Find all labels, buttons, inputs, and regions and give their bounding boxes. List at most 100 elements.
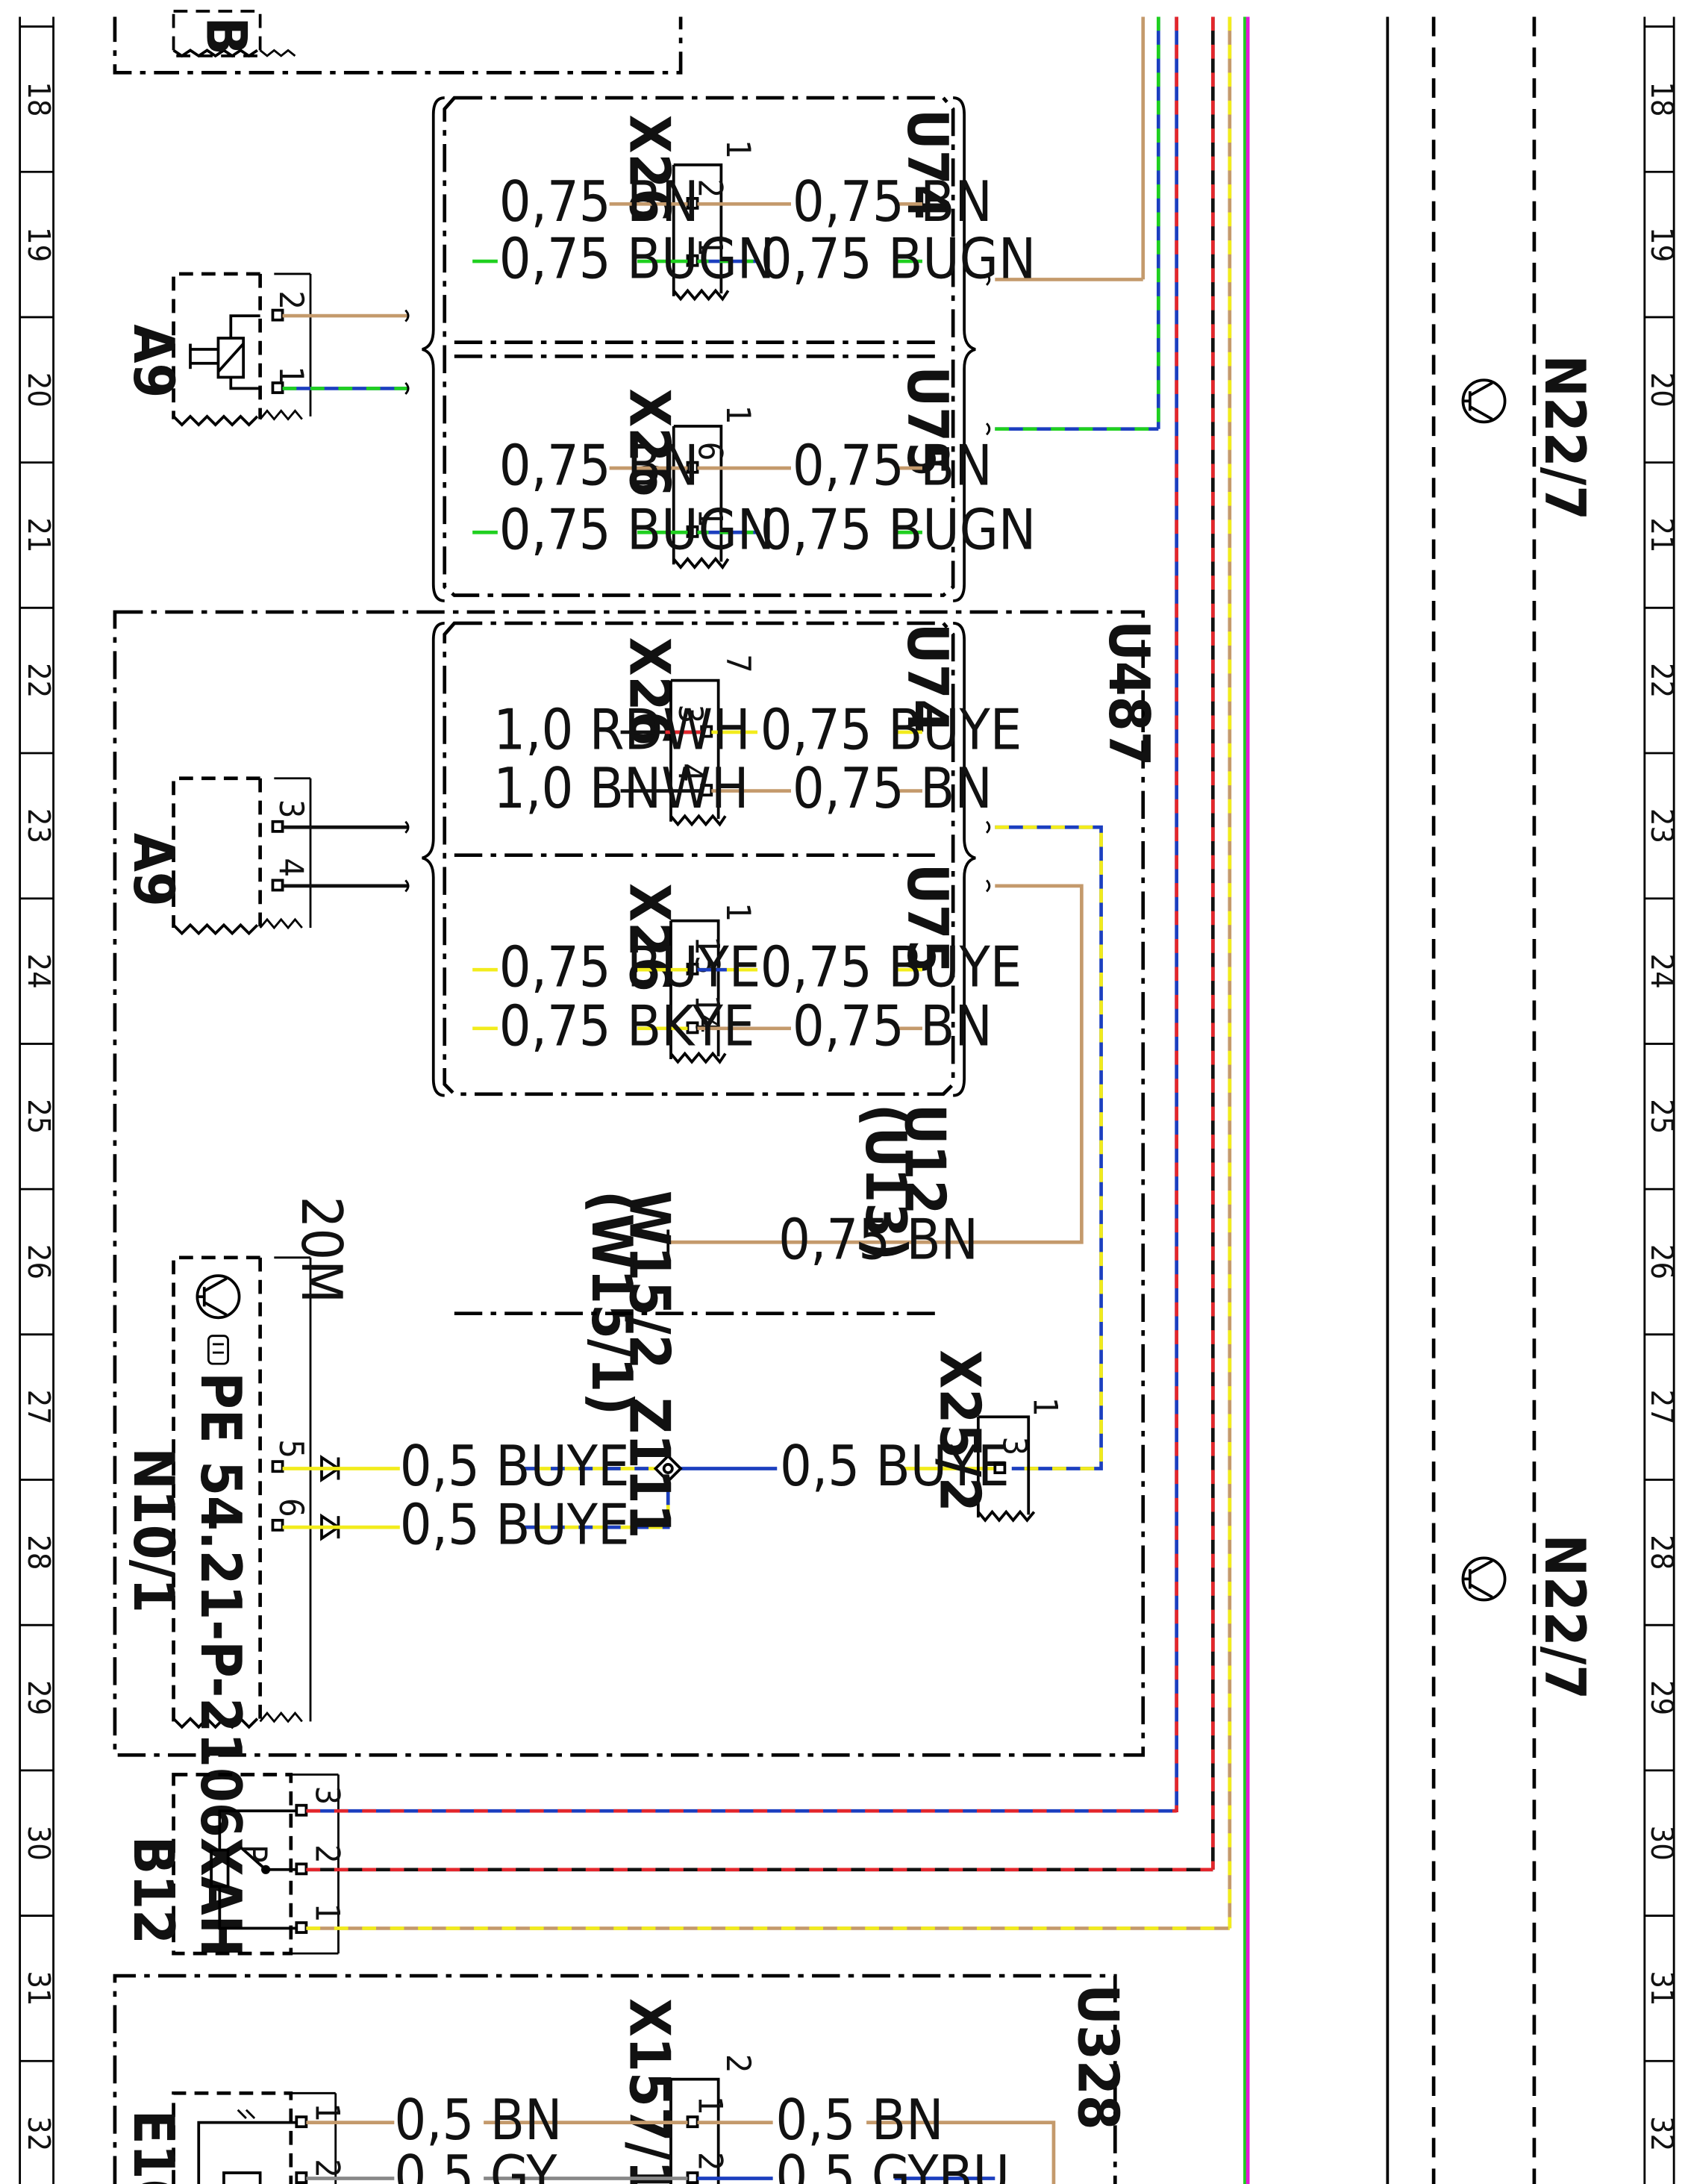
wire-label: 1,0 BNWH	[493, 755, 748, 821]
ruler-num: 20	[1644, 372, 1680, 408]
ruler-num: 20	[21, 372, 57, 408]
ruler-num: 28	[21, 1535, 57, 1570]
wire-label: 1,0 RDWH	[493, 696, 750, 762]
ruler-num: 32	[1644, 2116, 1680, 2151]
x25-2-label: X25/2	[927, 1350, 993, 1511]
pin-num: 6	[690, 442, 730, 461]
ruler-num: 31	[1644, 1971, 1680, 2006]
wire-label: 0,75 BN	[793, 755, 993, 821]
x157-1-ref: 2	[719, 2054, 758, 2074]
wire-label: 0,75 BN	[499, 169, 699, 234]
u487-label: U487	[1096, 620, 1162, 766]
wires-block-1	[472, 466, 922, 534]
wire-label: 0,75 BUGN	[760, 226, 1036, 292]
squiggle-marks	[986, 272, 991, 893]
upper-group-frame	[422, 96, 976, 602]
w15-label: W15/2	[617, 1191, 683, 1370]
wire-label: 0,75 BUYE	[760, 696, 1022, 762]
ruler-num: 24	[21, 954, 57, 989]
transistor-icon	[196, 1274, 241, 1320]
connector-ref: 1	[719, 405, 758, 425]
ruler-num: 22	[1644, 663, 1680, 698]
wire-label: 0,5 BUYE	[400, 1492, 630, 1558]
x25-2-ref: 1	[1026, 1397, 1066, 1417]
ruler-num: 27	[1644, 1390, 1680, 1425]
a9-upper-squiggles	[404, 309, 410, 395]
u328-frame	[113, 1974, 1117, 2184]
n22-7-transistor-icon-b	[1461, 1556, 1507, 1602]
u328-label: U328	[1066, 1984, 1131, 2130]
n10-1-component	[172, 1255, 312, 1729]
right-side-lines	[1386, 16, 1537, 2184]
ruler-num: 24	[1644, 954, 1680, 989]
ruler-num: 23	[21, 808, 57, 843]
wire-label: 0,75 BKYE	[499, 993, 755, 1058]
wire-label: 0,75 BUYE	[760, 935, 1022, 1000]
left-ruler	[19, 16, 54, 2184]
z111-label: Z111	[617, 1397, 683, 1538]
x157-1-label: X157/1	[617, 1998, 683, 2184]
ruler-num: 18	[1644, 81, 1680, 116]
ruler-num: 23	[1644, 808, 1680, 843]
ruler-num: 30	[21, 1826, 57, 1861]
b12-wires	[306, 1809, 1230, 1930]
ruler-num: 19	[21, 227, 57, 262]
pin-num: 6	[272, 1498, 311, 1517]
bus-branches	[670, 278, 1159, 1470]
pin-num: 1	[690, 2096, 730, 2115]
connector-ref: 1	[719, 140, 758, 159]
pin-num: 2	[307, 1844, 347, 1864]
hand-pointer-icon	[207, 1335, 229, 1365]
b12-label: B12	[121, 1836, 187, 1944]
ruler-num: 25	[21, 1099, 57, 1134]
u12-label: U12	[892, 1104, 957, 1214]
ruler-num: 28	[1644, 1535, 1680, 1570]
wire-label: 0,5 BUYE	[780, 1433, 1010, 1499]
n22-7-label-b: N22/7	[1532, 1535, 1598, 1700]
pin-num: 3	[671, 705, 710, 724]
wires-block-3	[472, 967, 922, 1031]
connector-ref: 7	[719, 654, 758, 673]
wire-label: 0,5 GY	[394, 2143, 557, 2184]
block-label: U75	[895, 366, 960, 476]
connector-x26-d	[669, 919, 727, 1064]
block-label: U75	[895, 864, 960, 974]
wire-label: 0,75 BN	[499, 433, 699, 499]
a9-lower-label: A9	[121, 833, 187, 907]
wire-label: 0,75 BUYE	[499, 935, 761, 1000]
wires-block-2	[620, 730, 922, 793]
pin-num: 3	[995, 1436, 1035, 1456]
e10-wires	[306, 2121, 1056, 2184]
wire-label: 0,75 BN	[793, 169, 993, 234]
w15-wire-label: 0,75 BN	[778, 1207, 978, 1273]
ruler-num: 32	[21, 2116, 57, 2151]
a9-label: A9	[121, 324, 187, 398]
pin-num: 3	[307, 1785, 347, 1805]
wire-label: 0,75 BN	[793, 993, 993, 1058]
u487-frame	[113, 610, 1145, 1757]
wire-label: 0,75 BUGN	[499, 226, 775, 292]
pin-num: 5	[272, 1439, 311, 1458]
pin-num: 4	[272, 858, 311, 877]
a9-upper-component	[172, 272, 312, 427]
u13-label: (U13)	[853, 1104, 919, 1261]
connector-label: X26	[617, 388, 683, 497]
pin-num: 4	[671, 763, 710, 782]
pin-num: 3	[272, 799, 311, 819]
wire-label: 0,75 BUGN	[760, 497, 1036, 563]
n22-7-label-a: N22/7	[1532, 355, 1598, 520]
right-ruler	[1643, 16, 1675, 2184]
block-label: U74	[895, 109, 960, 219]
b12-wiper-label: P	[235, 1844, 275, 1862]
ruler-num: 29	[1644, 1680, 1680, 1715]
wire-label: 0,5 BN	[394, 2087, 562, 2153]
connector-x26-b	[672, 425, 730, 570]
z111-splice-icon	[653, 1454, 683, 1484]
wire-label: 0,75 BN	[793, 433, 993, 499]
lower-group-frame	[422, 621, 976, 1097]
pin-num: 2	[272, 290, 311, 310]
pin-num: 1	[690, 237, 730, 257]
x25-2-connector	[976, 1415, 1036, 1523]
pin-num: 2	[307, 2159, 347, 2178]
pin-num: 2	[690, 2152, 730, 2171]
